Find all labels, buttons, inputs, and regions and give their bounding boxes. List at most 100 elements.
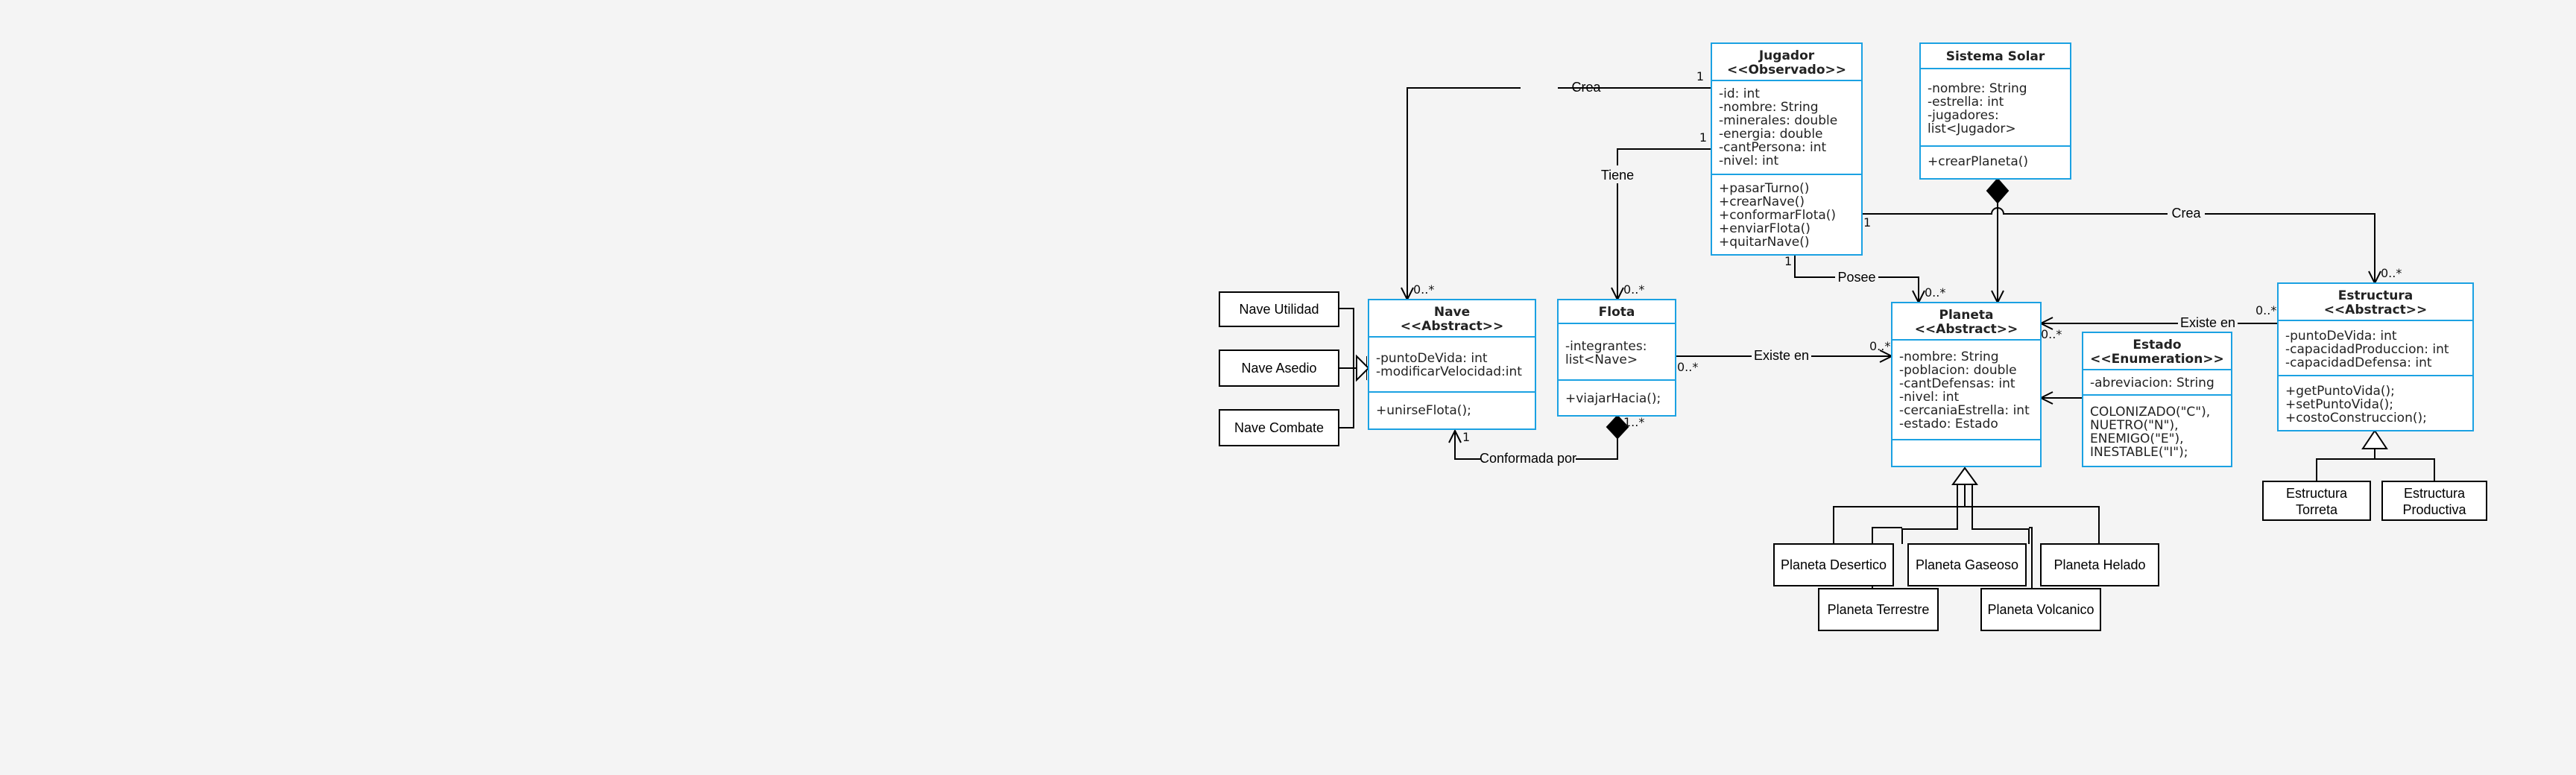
mult-conformada-por-from: 1 xyxy=(1462,430,1470,444)
class-planeta-gaseoso[interactable]: Planeta Gaseoso xyxy=(1907,543,2027,586)
class-name-nave-combate: Nave Combate xyxy=(1234,420,1324,435)
attribute: -id: int xyxy=(1719,86,1760,101)
class-name-estado: Estado xyxy=(2133,338,2181,352)
mult-estructura-planeta-from: 0..* xyxy=(2255,303,2276,317)
class-name-sistema-solar: Sistema Solar xyxy=(1946,49,2045,64)
attribute: -cantPersona: int xyxy=(1719,140,1827,155)
class-name-flota: Flota xyxy=(1599,305,1635,320)
class-nave-asedio[interactable]: Nave Asedio xyxy=(1219,349,1339,387)
generalization-triangle-icon xyxy=(1951,466,1978,485)
composition-diamond-icon xyxy=(1986,177,2010,204)
relation-label-estructura-planeta: Existe en xyxy=(2180,315,2235,330)
method: +getPuntoVida(); xyxy=(2285,384,2395,399)
mult-conformada-por-to: 1..* xyxy=(1623,415,1644,429)
relation-planeta-estado[interactable] xyxy=(2039,391,2083,405)
class-planeta[interactable]: Planeta <<Abstract>> -nombre: String -po… xyxy=(1891,302,2042,467)
class-nave-combate[interactable]: Nave Combate xyxy=(1219,409,1339,446)
class-sistema-solar[interactable]: Sistema Solar -nombre: String -estrella:… xyxy=(1919,42,2071,180)
attribute: -jugadores: xyxy=(1928,108,1999,123)
relation-label-flota-planeta: Existe en xyxy=(1754,348,1809,363)
attribute: -nombre: String xyxy=(1899,349,1999,364)
relation-label-crea-estructura: Crea xyxy=(2171,206,2201,221)
attribute: -poblacion: double xyxy=(1899,363,2017,378)
attribute: -nivel: int xyxy=(1719,154,1779,168)
mult-crea-estructura-to: 0..* xyxy=(2381,266,2402,280)
class-nave-utilidad[interactable]: Nave Utilidad xyxy=(1219,291,1339,327)
generalization-triangle-icon xyxy=(1356,354,1370,382)
class-name-estructura: Estructura xyxy=(2338,288,2414,303)
method: +crearNave() xyxy=(1719,194,1805,209)
class-estado[interactable]: Estado <<Enumeration>> -abreviacion: Str… xyxy=(2082,332,2232,467)
enum-literal: NUETRO("N"), xyxy=(2090,418,2179,433)
class-planeta-helado[interactable]: Planeta Helado xyxy=(2040,543,2159,586)
class-planeta-volcanico[interactable]: Planeta Volcanico xyxy=(1980,588,2101,631)
class-name-estructura-productiva-line1: Estructura xyxy=(2404,486,2466,501)
method: +setPuntoVida(); xyxy=(2285,397,2393,412)
class-name-estructura-productiva-line2: Productiva xyxy=(2402,502,2466,517)
class-name-nave-asedio: Nave Asedio xyxy=(1241,361,1316,376)
class-name-estructura-torreta-line2: Torreta xyxy=(2296,502,2338,517)
attribute: list<Jugador> xyxy=(1928,121,2016,136)
attribute: -nombre: String xyxy=(1928,81,2027,96)
relation-estructura-planeta[interactable]: Existe en 0..* 0..* xyxy=(2039,303,2278,341)
generalization-planeta[interactable] xyxy=(1833,466,2100,589)
class-stereotype-jugador: <<Observado>> xyxy=(1727,63,1846,78)
mult-flota-planeta-from: 0..* xyxy=(1677,360,1698,374)
generalization-nave[interactable] xyxy=(1339,308,1370,428)
class-flota[interactable]: Flota -integrantes: list<Nave> +viajarHa… xyxy=(1557,299,1676,417)
class-planeta-terrestre[interactable]: Planeta Terrestre xyxy=(1818,588,1939,631)
generalization-triangle-icon xyxy=(2361,429,2388,449)
attribute: -nombre: String xyxy=(1719,100,1819,115)
class-name-planeta-terrestre: Planeta Terrestre xyxy=(1828,602,1930,617)
mult-posee-planeta-from: 1 xyxy=(1784,254,1792,268)
mult-crea-nave-to: 0..* xyxy=(1413,282,1434,297)
class-stereotype-planeta: <<Abstract>> xyxy=(1915,322,2018,337)
class-name-planeta-volcanico: Planeta Volcanico xyxy=(1987,602,2094,617)
attribute: -energia: double xyxy=(1719,127,1823,142)
relation-conformada-por[interactable]: Conformada por 1 1..* xyxy=(1448,414,1644,466)
method: +crearPlaneta() xyxy=(1928,154,2028,169)
class-jugador[interactable]: Jugador <<Observado>> -id: int -nombre: … xyxy=(1711,42,1863,256)
relation-sistema-planeta-composition[interactable] xyxy=(1986,177,2010,305)
class-stereotype-estado: <<Enumeration>> xyxy=(2090,352,2224,367)
mult-estructura-planeta-to: 0..* xyxy=(2041,327,2062,341)
class-name-planeta-helado: Planeta Helado xyxy=(2053,557,2145,572)
class-name-planeta-desertico: Planeta Desertico xyxy=(1781,557,1887,572)
attribute: -minerales: double xyxy=(1719,113,1837,128)
enum-literal: INESTABLE("I"); xyxy=(2090,445,2188,460)
generalization-estructura[interactable] xyxy=(2316,429,2435,481)
class-stereotype-estructura: <<Abstract>> xyxy=(2324,303,2428,317)
relation-crea-estructura[interactable]: Crea 1 0..* xyxy=(1862,203,2402,285)
enum-literal: COLONIZADO("C"), xyxy=(2090,405,2210,420)
class-name-nave: Nave xyxy=(1434,305,1470,320)
method: +viajarHacia(); xyxy=(1565,391,1661,406)
attribute: -nivel: int xyxy=(1899,390,1960,405)
class-estructura-torreta[interactable]: Estructura Torreta xyxy=(2262,481,2371,521)
attribute: -modificarVelocidad:int xyxy=(1376,364,1522,379)
method: +conformarFlota() xyxy=(1719,208,1836,223)
relation-label-crea-nave: Crea xyxy=(1571,80,1601,95)
mult-posee-planeta-to: 0..* xyxy=(1925,285,1945,300)
relation-label-posee-planeta: Posee xyxy=(1837,270,1875,285)
attribute: -integrantes: xyxy=(1565,339,1647,354)
attribute: -estado: Estado xyxy=(1899,417,1998,431)
method: +costoConstruccion(); xyxy=(2285,411,2427,426)
class-nave[interactable]: Nave <<Abstract>> -puntoDeVida: int -mod… xyxy=(1368,299,1536,430)
relation-flota-planeta[interactable]: Existe en 0..* 0..* xyxy=(1676,339,1894,374)
attribute: list<Nave> xyxy=(1565,352,1638,367)
composition-diamond-icon xyxy=(1606,414,1629,440)
attribute: -cantDefensas: int xyxy=(1899,376,2015,391)
class-planeta-desertico[interactable]: Planeta Desertico xyxy=(1773,543,1894,586)
attribute: -capacidadProduccion: int xyxy=(2285,342,2449,357)
mult-tiene-flota-to: 0..* xyxy=(1623,282,1644,297)
relation-posee-planeta[interactable]: Posee 1 0..* xyxy=(1784,254,1945,305)
class-estructura-productiva[interactable]: Estructura Productiva xyxy=(2381,481,2487,521)
class-estructura[interactable]: Estructura <<Abstract>> -puntoDeVida: in… xyxy=(2277,282,2474,431)
attribute: -estrella: int xyxy=(1928,95,2004,110)
mult-tiene-flota-from: 1 xyxy=(1699,130,1707,145)
relation-label-conformada-por: Conformada por xyxy=(1480,451,1576,466)
mult-flota-planeta-to: 0..* xyxy=(1869,339,1890,353)
relation-tiene-flota[interactable]: Tiene 1 0..* xyxy=(1597,130,1711,302)
relation-crea-nave[interactable]: Crea 1 0..* xyxy=(1401,69,1711,302)
